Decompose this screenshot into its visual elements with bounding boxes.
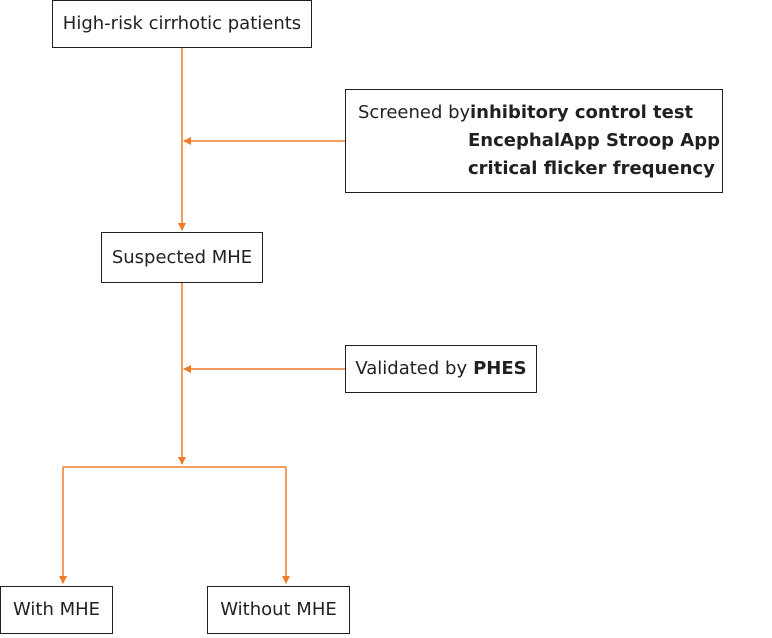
- validation-method: PHES: [473, 358, 527, 379]
- screening-test-1: inhibitory control test: [470, 102, 694, 123]
- screening-test-2: EncephalApp Stroop App: [468, 130, 720, 151]
- node-validation: Validated by PHES: [345, 345, 537, 393]
- node-suspected-mhe: Suspected MHE: [101, 232, 263, 283]
- node-with-mhe: With MHE: [0, 586, 113, 634]
- node-without-mhe-label: Without MHE: [220, 599, 337, 620]
- validation-prefix: Validated by: [355, 358, 468, 379]
- node-with-mhe-label: With MHE: [12, 599, 101, 620]
- node-without-mhe: Without MHE: [207, 586, 350, 634]
- node-high-risk-patients: High-risk cirrhotic patients: [52, 0, 312, 48]
- screening-test-3: critical flicker frequency: [468, 158, 715, 179]
- screening-prefix: Screened by: [358, 102, 471, 123]
- node-suspected-mhe-label: Suspected MHE: [111, 246, 253, 268]
- node-screening-tests: Screened by inhibitory control test Ence…: [345, 89, 723, 193]
- node-high-risk-patients-label: High-risk cirrhotic patients: [62, 13, 302, 34]
